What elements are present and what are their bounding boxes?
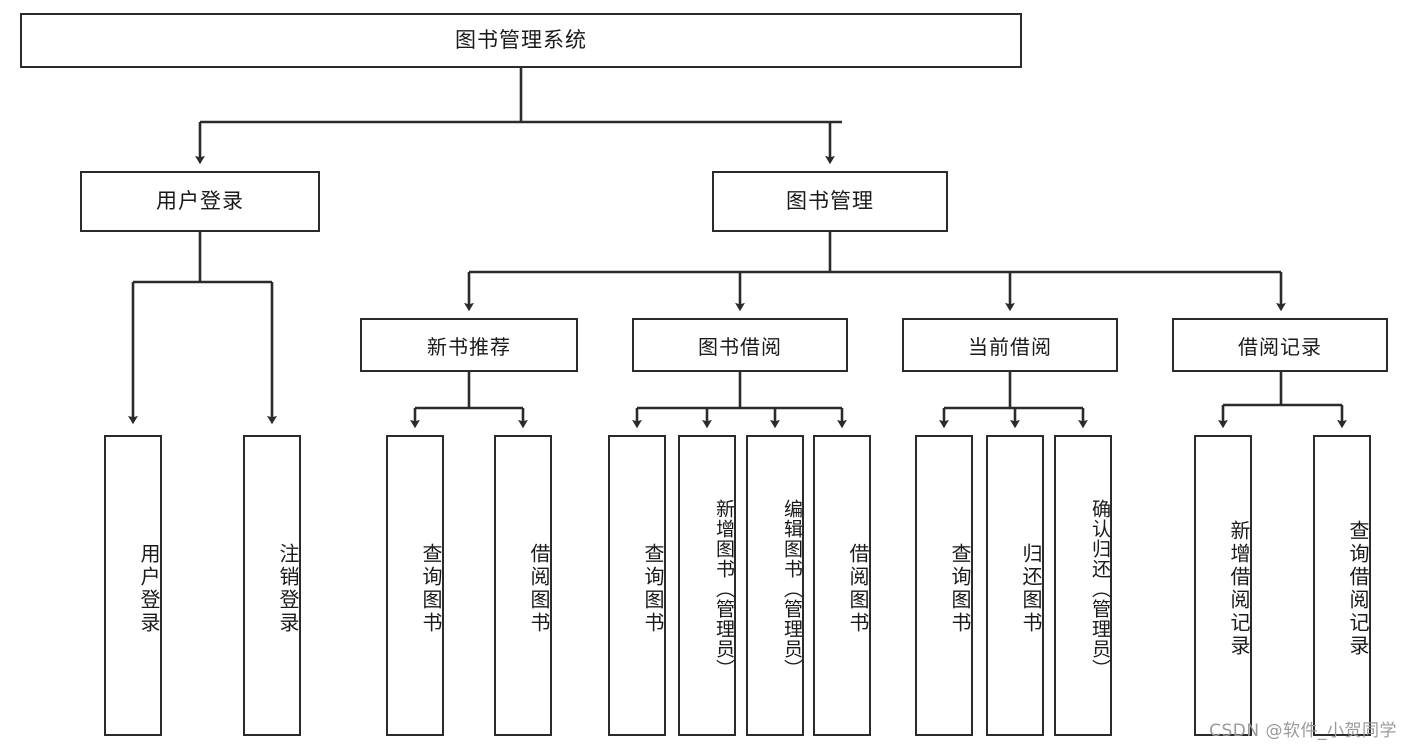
leaf-current-confirm-return-admin[interactable]: 确认归还（管理员） (1054, 435, 1112, 736)
node-label: 确认归还（管理员） (1089, 498, 1111, 679)
node-book-management[interactable]: 图书管理 (712, 171, 948, 232)
leaf-new-book-query[interactable]: 查询图书 (386, 435, 444, 736)
node-label: 注销登录 (276, 542, 300, 635)
node-label: 图书借阅 (698, 334, 782, 359)
node-label: 当前借阅 (968, 334, 1052, 359)
node-borrow-record[interactable]: 借阅记录 (1172, 318, 1388, 372)
node-label: 借阅记录 (1238, 334, 1322, 359)
leaf-user-login-logout[interactable]: 注销登录 (243, 435, 301, 736)
node-root-book-management-system[interactable]: 图书管理系统 (20, 13, 1022, 68)
node-label: 查询图书 (641, 542, 665, 635)
leaf-borrow-edit-book-admin[interactable]: 编辑图书（管理员） (746, 435, 804, 736)
leaf-record-add-record[interactable]: 新增借阅记录 (1194, 435, 1252, 736)
node-label: 新书推荐 (427, 334, 511, 359)
leaf-user-login-login[interactable]: 用户登录 (104, 435, 162, 736)
node-label: 查询图书 (948, 542, 972, 635)
node-label: 用户登录 (156, 188, 244, 213)
node-new-book-recommend[interactable]: 新书推荐 (360, 318, 578, 372)
leaf-borrow-borrow-book[interactable]: 借阅图书 (813, 435, 871, 736)
leaf-borrow-query-book[interactable]: 查询图书 (608, 435, 666, 736)
node-label: 查询图书 (419, 542, 443, 635)
node-label: 图书管理 (786, 188, 874, 213)
leaf-borrow-add-book-admin[interactable]: 新增图书（管理员） (678, 435, 736, 736)
watermark-text: CSDN @软件_小贺同学 (1209, 721, 1397, 741)
node-book-borrow[interactable]: 图书借阅 (632, 318, 848, 372)
leaf-record-query-record[interactable]: 查询借阅记录 (1313, 435, 1371, 736)
node-label: 新增图书（管理员） (713, 498, 735, 679)
leaf-current-query-book[interactable]: 查询图书 (915, 435, 973, 736)
node-label: 归还图书 (1019, 542, 1043, 635)
leaf-new-book-borrow[interactable]: 借阅图书 (494, 435, 552, 736)
node-label: 借阅图书 (846, 542, 870, 635)
node-current-borrow[interactable]: 当前借阅 (902, 318, 1118, 372)
node-label: 查询借阅记录 (1346, 519, 1370, 658)
node-label: 图书管理系统 (455, 27, 587, 52)
node-label: 用户登录 (137, 542, 161, 635)
node-user-login[interactable]: 用户登录 (80, 171, 320, 232)
leaf-current-return-book[interactable]: 归还图书 (986, 435, 1044, 736)
node-label: 借阅图书 (527, 542, 551, 635)
node-label: 新增借阅记录 (1227, 519, 1251, 658)
node-label: 编辑图书（管理员） (781, 498, 803, 679)
